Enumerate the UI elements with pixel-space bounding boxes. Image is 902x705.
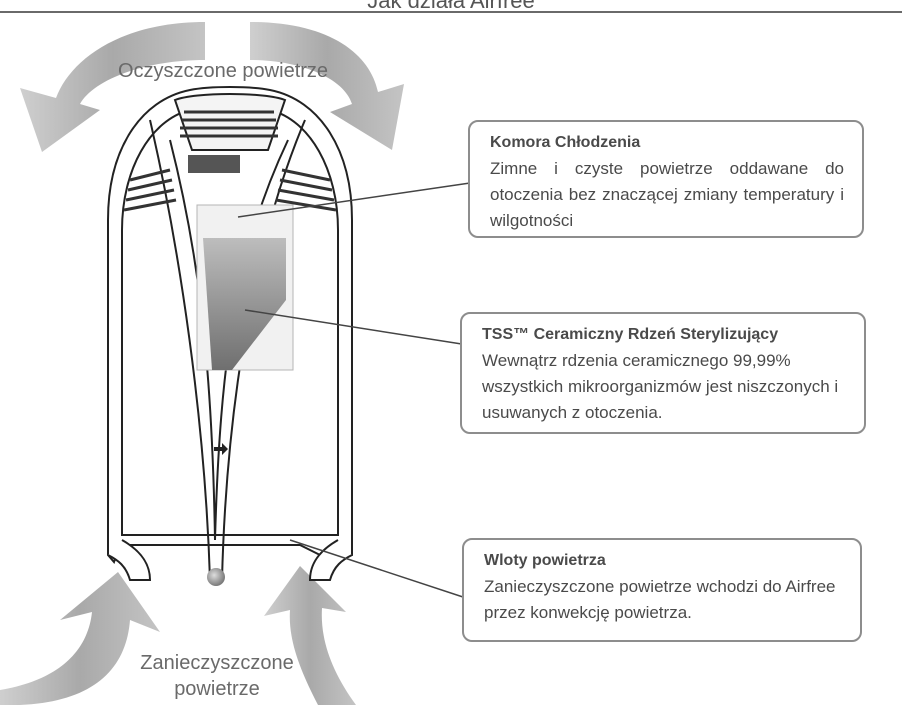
leader-air-inlets	[289, 539, 467, 599]
outflow-arrow-right	[250, 22, 404, 150]
vent-label-block	[188, 155, 240, 173]
leader-ceramic-core	[244, 309, 469, 346]
indicator-arrow-icon	[214, 443, 228, 455]
inflow-arrow-right	[264, 566, 356, 705]
base-light-icon	[207, 568, 225, 586]
callout-body: Zanieczyszczone powietrze wchodzi do Air…	[484, 577, 836, 622]
outflow-arrow-left	[20, 22, 205, 152]
callout-body: Zimne i czyste powietrze oddawane do oto…	[490, 159, 844, 230]
callout-ceramic-core: TSS™ Ceramiczny Rdzeń Sterylizujący Wewn…	[460, 312, 866, 434]
callout-cooling-chamber: Komora Chłodzenia Zimne i czyste powietr…	[468, 120, 864, 238]
callout-air-inlets: Wloty powietrza Zanieczyszczone powietrz…	[462, 538, 862, 642]
callout-title: Wloty powietrza	[484, 552, 606, 569]
callout-title: TSS™ Ceramiczny Rdzeń Sterylizujący	[482, 326, 779, 343]
callout-body: Wewnątrz rdzenia ceramicznego 99,99% wsz…	[482, 351, 839, 422]
inflow-arrow-left	[0, 572, 160, 705]
ceramic-core	[203, 238, 286, 370]
leader-cooling-chamber	[237, 182, 471, 218]
callout-title: Komora Chłodzenia	[490, 134, 641, 151]
outflow-label: Oczyszczone powietrze	[117, 60, 329, 82]
title-divider	[0, 11, 902, 13]
diagram-title: Jak działa Airfree	[367, 0, 535, 13]
vent-grille	[123, 110, 337, 212]
inflow-label: Zanieczyszczone powietrze	[140, 652, 294, 700]
